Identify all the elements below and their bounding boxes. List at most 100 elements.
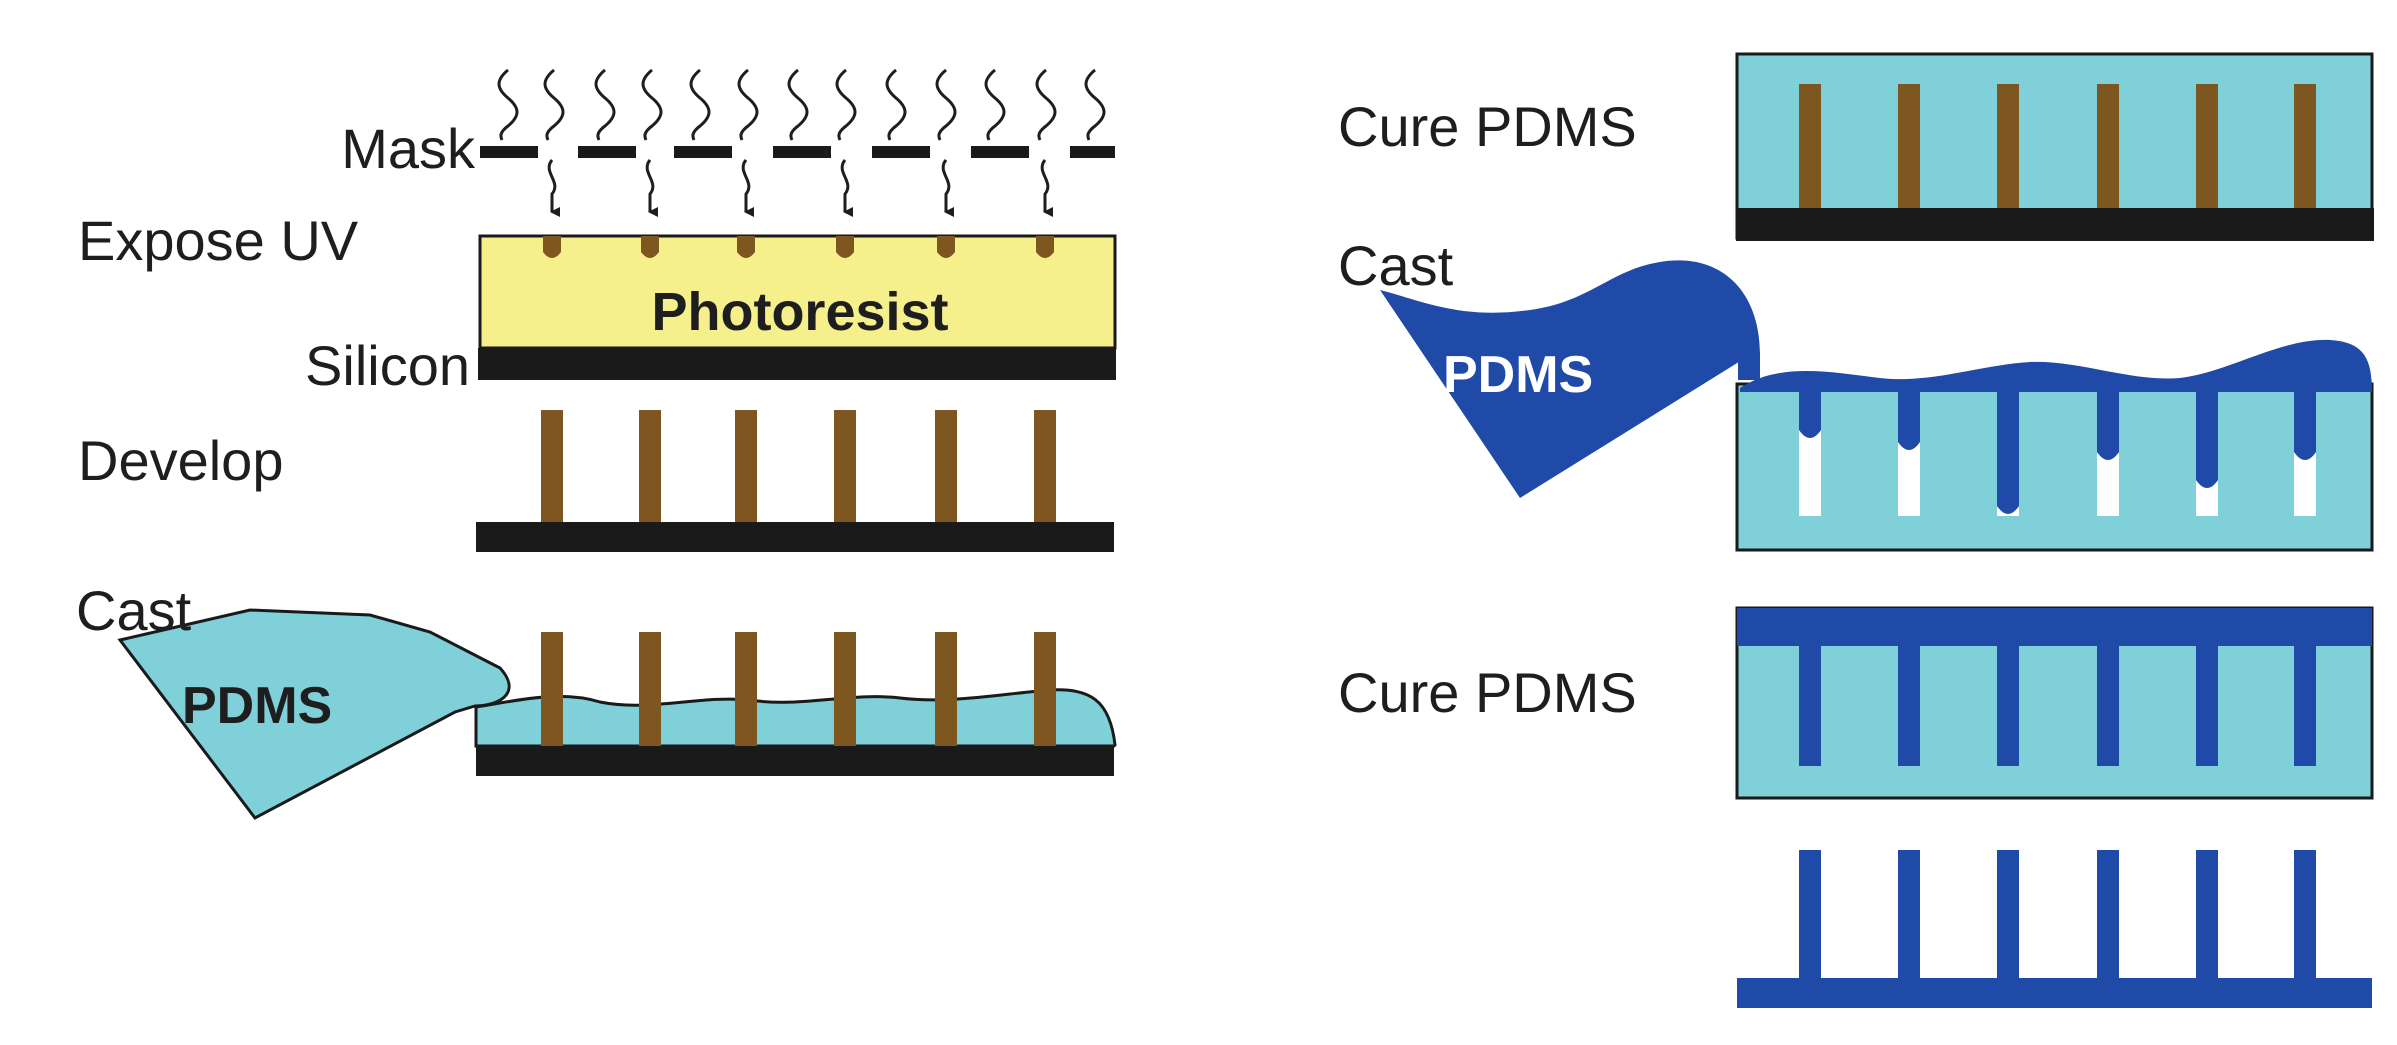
cured-pdms-tooth	[2294, 640, 2316, 766]
cured-mold-pillar	[2196, 84, 2218, 208]
uv-wave	[935, 68, 957, 141]
silicon-wafer-4	[1736, 208, 2374, 241]
mask-label: Mask	[341, 117, 476, 180]
final-pdms-tooth	[2097, 850, 2119, 980]
developed-pillar	[541, 410, 563, 522]
exposed-spot	[836, 236, 854, 258]
cure1-pillar-group	[1799, 84, 2316, 208]
developed-pillar-group	[541, 410, 1056, 522]
developed-pillar	[834, 410, 856, 522]
uv-wave	[543, 68, 565, 141]
exposure-arrow-group	[547, 159, 1053, 217]
cured-mold-pillar	[1997, 84, 2019, 208]
uv-wave	[984, 68, 1006, 141]
cast-pillar	[735, 632, 757, 746]
pdms-label-right: PDMS	[1443, 346, 1593, 404]
pdms-liquid-left	[474, 688, 1117, 748]
mask-bar	[773, 146, 831, 158]
cast-label-left: Cast	[76, 579, 192, 642]
cured-mold-pillar	[2294, 84, 2316, 208]
final-pdms-tooth	[2294, 850, 2316, 980]
uv-wave-group	[497, 68, 1106, 141]
pdms-fill-in-hole	[2294, 390, 2316, 460]
exposed-spot	[737, 236, 755, 258]
exposure-arrow	[1040, 159, 1053, 217]
mask-bar	[971, 146, 1029, 158]
developed-pillar	[935, 410, 957, 522]
develop-label: Develop	[78, 429, 283, 492]
pdms-fill-in-hole	[2196, 390, 2218, 488]
developed-pillar	[1034, 410, 1056, 522]
uv-wave	[835, 68, 857, 141]
final-pdms-base	[1737, 978, 2372, 1008]
exposure-arrow	[941, 159, 954, 217]
exposed-spot-group	[543, 236, 1054, 258]
uv-wave	[885, 68, 907, 141]
uv-wave	[497, 68, 519, 141]
uv-wave	[787, 68, 809, 141]
pdms-fill-in-hole	[1799, 390, 1821, 438]
uv-wave	[737, 68, 759, 141]
cure-pdms-label-2: Cure PDMS	[1338, 661, 1637, 724]
pdms-liquid-right	[1740, 339, 2372, 392]
cast2-fill-group	[1799, 390, 2316, 514]
final-pdms-tooth	[1997, 850, 2019, 980]
cast-pillar-group	[541, 632, 1056, 746]
right-panel: Cure PDMS Cast PDMS Cure PDMS	[1338, 52, 2374, 1008]
mask-bar-group	[480, 146, 1115, 158]
cured-pdms-tooth	[1799, 640, 1821, 766]
uv-wave	[594, 68, 616, 141]
cured-mold-pillar	[2097, 84, 2119, 208]
final-pdms-tooth	[1799, 850, 1821, 980]
exposure-arrow	[547, 159, 560, 217]
photoresist-label: Photoresist	[651, 282, 948, 342]
exposure-arrow	[741, 159, 754, 217]
pdms-label-left: PDMS	[182, 677, 332, 735]
mask-bar	[1070, 146, 1115, 158]
cured-pdms-tooth	[1898, 640, 1920, 766]
cast-pillar	[935, 632, 957, 746]
cure-box-1	[1735, 52, 2374, 240]
uv-wave	[689, 68, 711, 141]
exposed-spot	[641, 236, 659, 258]
exposed-spot	[1036, 236, 1054, 258]
pdms-pour-blob-dark	[1380, 260, 1760, 498]
pdms-fill-in-hole	[1997, 390, 2019, 514]
cured-pdms-tooth	[2196, 640, 2218, 766]
silicon-wafer-1	[478, 348, 1116, 380]
final-pdms-tooth-group	[1799, 850, 2316, 980]
silicon-wafer-2	[476, 522, 1114, 552]
pdms-stream	[1738, 352, 1760, 380]
cured-pdms-top-bar	[1737, 608, 2372, 646]
cured-pdms-tooth	[2097, 640, 2119, 766]
pdms-fill-in-hole	[2097, 390, 2119, 460]
cured-pdms-tooth	[1997, 640, 2019, 766]
mask-bar	[674, 146, 732, 158]
exposed-spot	[937, 236, 955, 258]
cast-pillar	[541, 632, 563, 746]
silicon-label: Silicon	[305, 334, 470, 397]
cured-mold-pillar	[1799, 84, 1821, 208]
exposed-spot	[543, 236, 561, 258]
cast-label-right: Cast	[1338, 234, 1454, 297]
exposure-arrow	[645, 159, 658, 217]
developed-pillar	[735, 410, 757, 522]
final-pdms-tooth	[2196, 850, 2218, 980]
pdms-fill-in-hole	[1898, 390, 1920, 450]
cast-pillar	[639, 632, 661, 746]
mask-bar	[872, 146, 930, 158]
expose-uv-label: Expose UV	[78, 209, 359, 272]
uv-wave	[1084, 68, 1106, 141]
mask-bar	[578, 146, 636, 158]
uv-wave	[1035, 68, 1057, 141]
cast-box-2	[1735, 382, 2374, 552]
cure-pdms-label-1: Cure PDMS	[1338, 95, 1637, 158]
mask-bar	[480, 146, 538, 158]
photoresist-layer	[478, 234, 1117, 350]
cured-mold-pillar	[1898, 84, 1920, 208]
cured-pdms-tooth-group	[1799, 640, 2316, 766]
developed-pillar	[639, 410, 661, 522]
final-pdms-tooth	[1898, 850, 1920, 980]
left-panel: Mask Expose UV Photoresist Silicon Devel…	[76, 68, 1117, 820]
